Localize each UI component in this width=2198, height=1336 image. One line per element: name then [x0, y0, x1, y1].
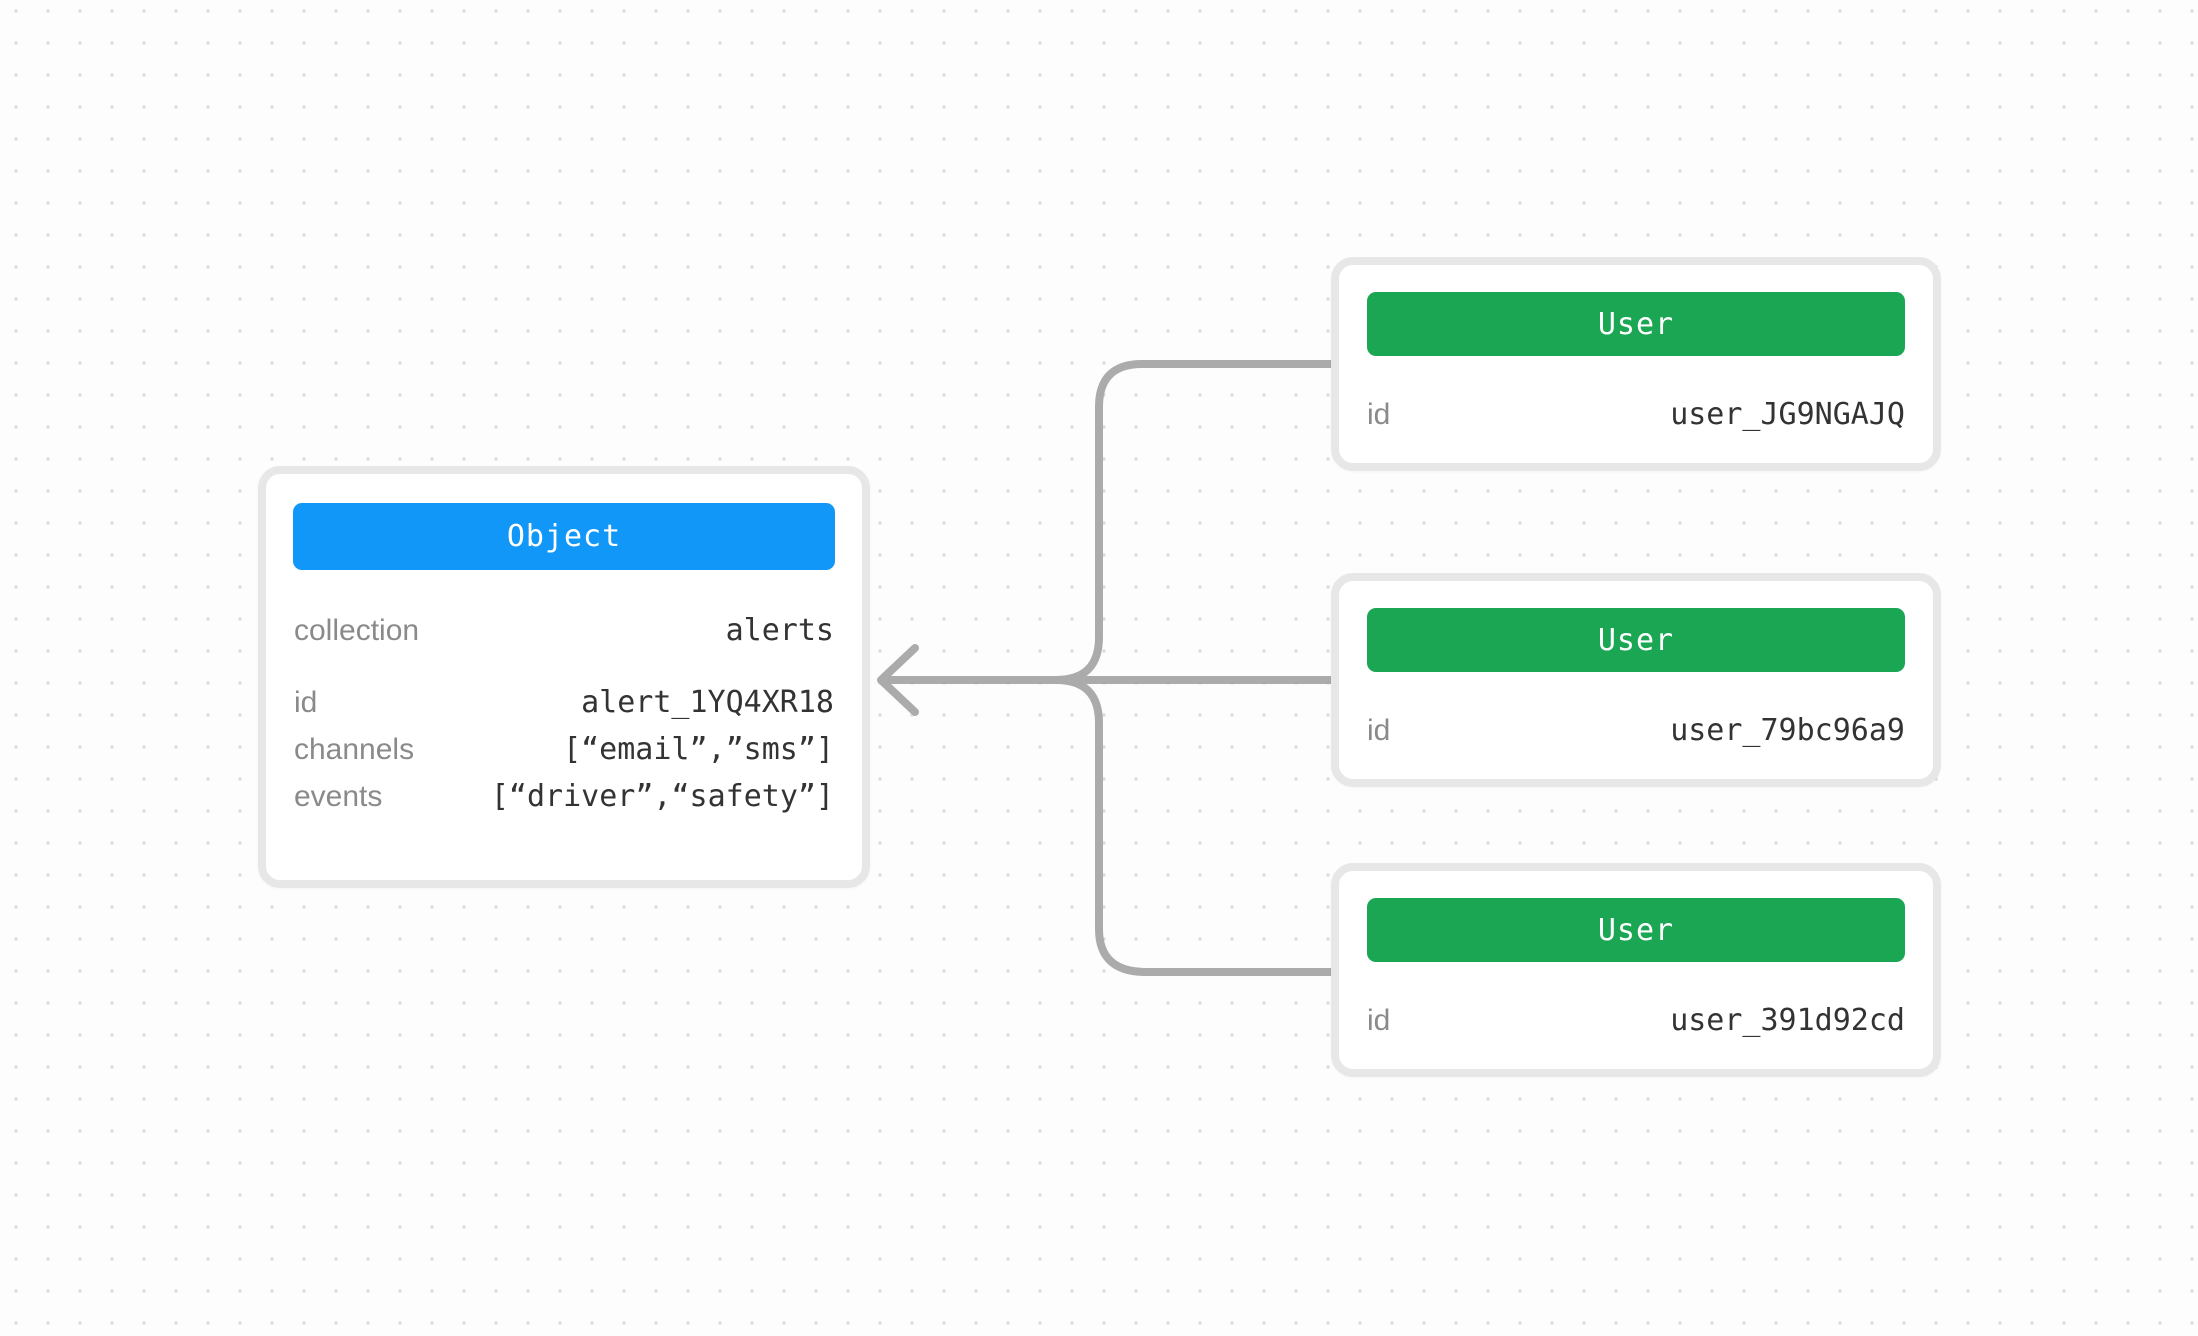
field-value: user_JG9NGAJQ — [1670, 397, 1905, 432]
object-node-header: Object — [293, 503, 835, 570]
field-value: user_391d92cd — [1670, 1003, 1905, 1038]
user-node-title: User — [1597, 622, 1675, 658]
field-row-id: id user_JG9NGAJQ — [1339, 397, 1933, 433]
connector-branch-bottom — [1040, 676, 1337, 976]
field-row-id: id alert_1YQ4XR18 — [266, 685, 862, 721]
field-value: alerts — [725, 613, 834, 648]
field-value: alert_1YQ4XR18 — [581, 685, 834, 720]
connector-branch-top — [1040, 360, 1337, 684]
field-label: collection — [294, 614, 420, 647]
field-label: id — [294, 686, 318, 719]
field-label: channels — [294, 733, 415, 766]
field-label: events — [294, 780, 383, 813]
field-value: [“email”,”sms”] — [563, 732, 834, 767]
field-row-events: events [“driver”,“safety”] — [266, 779, 862, 815]
user-node-3[interactable]: User id user_391d92cd — [1331, 863, 1941, 1077]
user-node-header: User — [1367, 292, 1905, 356]
field-row-id: id user_391d92cd — [1339, 1003, 1933, 1039]
user-node-2[interactable]: User id user_79bc96a9 — [1331, 573, 1941, 787]
field-label: id — [1367, 1004, 1391, 1037]
field-value: [“driver”,“safety”] — [490, 779, 834, 814]
arrow-left-icon — [877, 644, 919, 716]
user-node-title: User — [1597, 306, 1675, 342]
field-value: user_79bc96a9 — [1670, 713, 1905, 748]
field-row-collection: collection alerts — [266, 613, 862, 649]
object-node[interactable]: Object collection alerts id alert_1YQ4XR… — [258, 466, 870, 888]
field-label: id — [1367, 714, 1391, 747]
user-node-header: User — [1367, 608, 1905, 672]
object-node-title: Object — [506, 519, 622, 554]
user-node-title: User — [1597, 912, 1675, 948]
user-node-1[interactable]: User id user_JG9NGAJQ — [1331, 257, 1941, 471]
field-row-channels: channels [“email”,”sms”] — [266, 732, 862, 768]
user-node-header: User — [1367, 898, 1905, 962]
field-row-id: id user_79bc96a9 — [1339, 713, 1933, 749]
field-label: id — [1367, 398, 1391, 431]
